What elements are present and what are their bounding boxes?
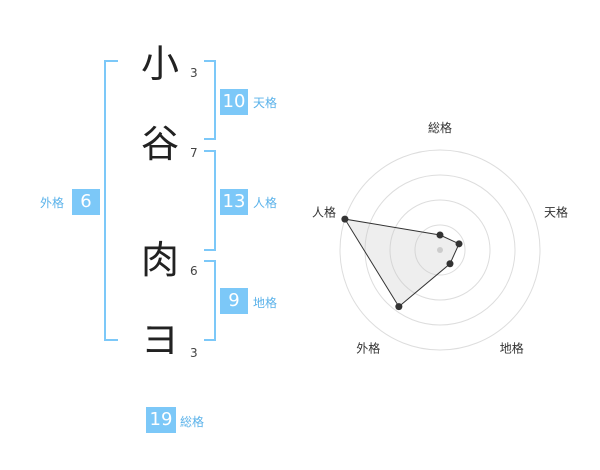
stroke-count-1: 3 <box>190 66 198 80</box>
tenkaku-label: 天格 <box>253 96 278 110</box>
radar-center <box>437 247 443 253</box>
name-char-2: 谷 <box>140 122 179 166</box>
soukaku-badge: 19 <box>146 407 176 433</box>
radar-ring <box>339 149 541 351</box>
name-char-3: 肉 <box>140 238 179 282</box>
soukaku-label: 総格 <box>180 415 205 429</box>
radar-axis-label-5: 人格 <box>312 204 336 219</box>
chikaku-badge: 9 <box>220 288 248 314</box>
gaikaku-label: 外格 <box>40 196 65 210</box>
radar-axis-label-2: 天格 <box>544 204 568 219</box>
radar-ring <box>364 174 516 326</box>
gaikaku-badge: 6 <box>72 189 100 215</box>
chikaku-bracket <box>204 260 216 341</box>
radar-point-2 <box>455 240 463 248</box>
radar-axis-label-4: 外格 <box>356 341 380 356</box>
jinkaku-label: 人格 <box>253 196 278 210</box>
stroke-count-2: 7 <box>190 146 198 160</box>
radar-axis-label-1: 総格 <box>428 120 452 135</box>
jinkaku-bracket <box>204 150 216 251</box>
chikaku-label: 地格 <box>253 296 278 310</box>
radar-axis-label-3: 地格 <box>500 341 524 356</box>
stroke-count-3: 6 <box>190 264 198 278</box>
jinkaku-badge: 13 <box>220 189 248 215</box>
tenkaku-badge: 10 <box>220 89 248 115</box>
name-char-4: ヨ <box>140 318 179 362</box>
radar-ring <box>389 199 491 301</box>
radar-point-1 <box>436 231 444 239</box>
stroke-count-4: 3 <box>190 346 198 360</box>
gaikaku-bracket <box>104 60 118 341</box>
radar-point-4 <box>395 303 403 311</box>
radar-point-3 <box>446 260 454 268</box>
radar-ring <box>414 224 466 276</box>
name-char-1: 小 <box>140 42 179 86</box>
radar-point-5 <box>341 215 349 223</box>
tenkaku-bracket <box>204 60 216 140</box>
